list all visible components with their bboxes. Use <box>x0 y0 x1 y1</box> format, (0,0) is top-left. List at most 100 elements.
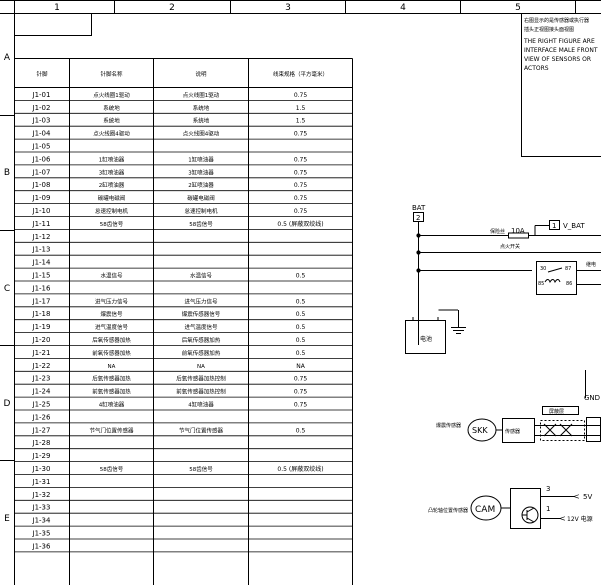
pin-id-cell: J1-35 <box>32 530 51 538</box>
junction-dot <box>416 268 421 273</box>
table-cell: 0.5 <box>296 350 306 357</box>
table-cell: 1缸喷油器 <box>188 155 214 163</box>
battery-icon <box>405 320 446 354</box>
table-cell: 0.75 <box>294 402 308 409</box>
table-cell: NA <box>296 363 305 370</box>
cam-pin-1: 1 <box>546 505 550 513</box>
table-cell: 58齿信号 <box>100 465 124 473</box>
table-cell: 水温信号 <box>190 272 213 280</box>
junction-dot <box>416 233 421 238</box>
table-cell: 后氧传感器加热 <box>182 336 221 344</box>
column-labels: 1 2 3 4 5 <box>54 3 521 13</box>
pin-id-cell: J1-08 <box>32 181 51 189</box>
row-label-a: A <box>4 53 11 63</box>
table-cell: 水温信号 <box>100 272 123 280</box>
table-cell: NA <box>197 364 205 370</box>
pin-id-cell: J1-34 <box>32 517 51 525</box>
note-en-line-1: THE RIGHT FIGURE ARE <box>523 38 595 45</box>
table-cell: 1缸喷油器 <box>99 155 125 163</box>
table-cell: 4缸喷油器 <box>188 401 214 409</box>
pin-id-cell: J1-27 <box>32 426 51 434</box>
note-en-line-2: INTERFACE MALE FRONT <box>524 47 598 54</box>
table-header-cell: 针脚 <box>36 70 48 78</box>
table-cell: 前氧传感器加热控制 <box>176 388 226 396</box>
table-cell: 0.75 <box>294 208 308 215</box>
cam-label: CAM <box>475 505 495 515</box>
table-cell: 点火线圈4驱动 <box>93 130 130 138</box>
row-label-c: C <box>4 284 10 294</box>
table-cell: 爆震传感器信号 <box>182 310 221 318</box>
pin-id-cell: J1-25 <box>32 401 51 409</box>
table-cell: 前氧传感器加热 <box>92 388 131 396</box>
pin-id-cell: J1-11 <box>32 220 51 228</box>
relay-coil-icon <box>544 279 561 284</box>
column-label-3: 3 <box>285 3 291 13</box>
table-cell: 2缸喷油器 <box>188 181 214 189</box>
row-label-d: D <box>4 399 11 409</box>
ground-icon <box>451 327 466 334</box>
row-label-b: B <box>4 168 10 178</box>
table-cell: 1.5 <box>296 118 306 125</box>
table-cell: 4缸喷油器 <box>99 401 125 409</box>
junction-dot <box>416 250 421 255</box>
column-label-4: 4 <box>400 3 406 13</box>
schematic: BAT 2 保险丝 10A 点火开关 1 V_BAT 30 87 85 86 继… <box>405 204 601 529</box>
pin-id-cell: J1-06 <box>32 155 51 163</box>
cam-signal-12v: 12V 电源 <box>567 515 593 523</box>
relay-pin-86: 86 <box>566 281 572 287</box>
cam-arrow-icon: < <box>559 514 566 523</box>
pin-id-cell: J1-30 <box>32 465 51 473</box>
column-label-1: 1 <box>54 3 60 13</box>
battery-label: 电池 <box>420 335 432 343</box>
relay-pin-87: 87 <box>565 266 571 272</box>
table-cell: 58齿信号 <box>189 465 213 473</box>
note-box: 右图显示的是传感器或执行器 插头正视图接头面视图 THE RIGHT FIGUR… <box>521 13 601 157</box>
table-cell: 前氧传感器加热 <box>182 349 221 357</box>
knock-sensor-label: 爆震传感器 <box>436 422 461 429</box>
pin-id-cell: J1-26 <box>32 413 51 421</box>
table-cell: 系统地 <box>193 117 210 125</box>
table-cell: 进气压力信号 <box>95 297 129 305</box>
table-cell: 3缸喷油器 <box>99 168 125 176</box>
cam-signal-5v: 5V <box>583 493 592 501</box>
pin-id-cell: J1-12 <box>32 233 51 241</box>
table-cell: 0.5 <box>296 324 306 331</box>
gnd-label: GND <box>584 394 600 402</box>
row-label-e: E <box>4 514 10 524</box>
pin-id-cell: J1-03 <box>32 117 51 125</box>
cam-connector <box>510 488 541 529</box>
table-cell: 0.5 <box>296 311 306 318</box>
pin-id-cell: J1-19 <box>32 323 51 331</box>
pin-id-cell: J1-31 <box>32 478 51 486</box>
table-cell: NA <box>108 364 116 370</box>
table-cell: 碳罐电磁阀 <box>98 194 126 202</box>
pin-id-cell: J1-15 <box>32 272 51 280</box>
table-cell: 进气压力信号 <box>184 297 218 305</box>
table-cell: 系统地 <box>193 104 210 112</box>
table-cell: 2缸喷油器 <box>99 181 125 189</box>
table-cell: 58齿信号 <box>189 220 213 228</box>
cam-arrow-icon: < <box>573 492 580 501</box>
table-cell: 0.5 <box>296 298 306 305</box>
fuse-label: 10A <box>511 227 525 235</box>
title-box <box>14 13 92 36</box>
table-cell: 怠速控制电机 <box>95 207 129 215</box>
table-cell: 后氧传感器加热 <box>92 375 131 383</box>
pin-id-cell: J1-22 <box>32 362 51 370</box>
table-cell: 0.5 (屏蔽双绞线) <box>277 465 323 473</box>
bat-pin-box <box>413 212 424 222</box>
twisted-pair-icon <box>540 420 585 441</box>
pin-id-cell: J1-18 <box>32 310 51 318</box>
bat-pin: 2 <box>416 214 420 222</box>
table-cell: 进气温度信号 <box>95 323 129 331</box>
table-cell: 点火线圈1驱动 <box>183 91 220 99</box>
pin-id-cell: J1-01 <box>32 91 51 99</box>
table-cell: 0.75 <box>294 182 308 189</box>
table-cell: 怠速控制电机 <box>184 207 218 215</box>
table-cell: 0.75 <box>294 156 308 163</box>
pin-id-cell: J1-32 <box>32 491 51 499</box>
shield-label-box <box>542 406 579 415</box>
shield-label: 屏蔽层 <box>549 408 564 415</box>
